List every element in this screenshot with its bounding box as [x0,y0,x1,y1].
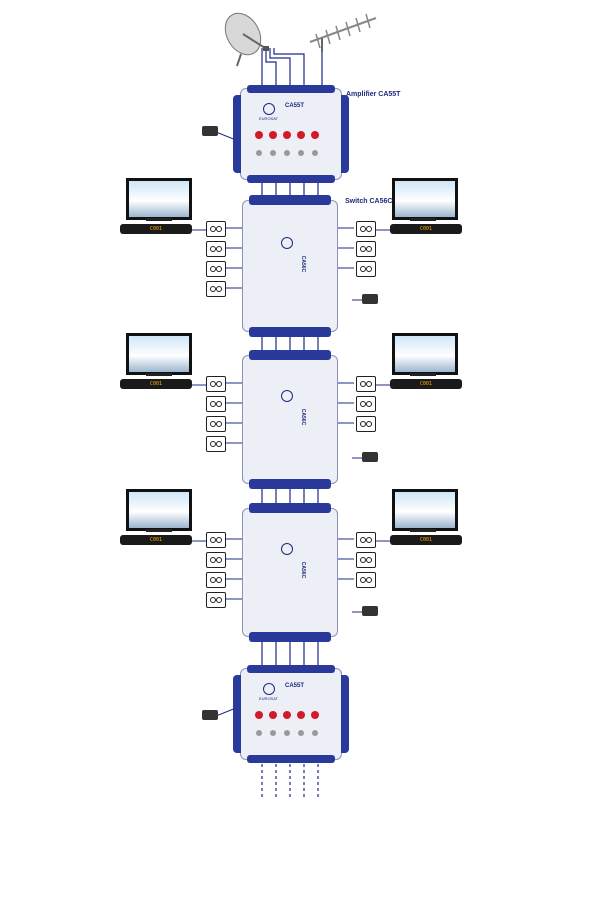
wall-socket-icon [206,572,226,588]
tv-icon [392,178,458,220]
brand-name: EUROSAT [259,116,279,121]
switch-3: CA56C [242,503,338,642]
amplifier-bottom: CA55T EUROSAT [233,665,349,763]
tv-icon [392,333,458,375]
wall-socket-icon [206,552,226,568]
wall-socket-icon [206,592,226,608]
device-model: CA55T [285,103,305,109]
tv-stand [146,373,172,376]
tv-stand [410,529,436,532]
power-supply-icon [362,294,378,304]
tv-stand [146,529,172,532]
stb-display: C001 [150,226,163,232]
power-supply-icon [202,710,218,720]
device-model: CA55T [285,683,305,689]
wall-socket-icon [206,241,226,257]
set-top-box-icon: C001 [390,379,462,389]
stb-display: C001 [150,537,163,543]
set-top-box-icon: C001 [120,224,192,234]
wall-socket-icon [356,221,376,237]
tv-icon [126,489,192,531]
wall-socket-icon [206,532,226,548]
wall-socket-icon [356,241,376,257]
brand-logo-icon [263,683,275,695]
tv-stand [410,373,436,376]
brand-logo-icon [263,103,275,115]
wall-socket-icon [206,436,226,452]
device-model: CA56C [300,255,307,273]
tv-stand [146,218,172,221]
wall-socket-icon [206,281,226,297]
power-supply-icon [202,126,218,136]
set-top-box-icon: C001 [120,535,192,545]
set-top-box-icon: C001 [390,535,462,545]
wall-socket-icon [356,396,376,412]
wall-socket-icon [206,416,226,432]
wall-socket-icon [206,221,226,237]
set-top-box-icon: C001 [390,224,462,234]
set-top-box-icon: C001 [120,379,192,389]
device-model: CA56C [300,561,307,579]
switch-1: CA56C [242,195,338,337]
stb-display: C001 [420,537,433,543]
brand-logo-icon [281,543,293,555]
tv-stand [410,218,436,221]
stb-display: C001 [420,381,433,387]
amplifier-label: Amplifier CA55T [346,91,401,98]
switch-label: Switch CA56C [345,198,393,205]
power-supply-icon [362,606,378,616]
wall-socket-icon [356,532,376,548]
amplifier-top: CA55T EUROSAT [233,85,349,183]
wall-socket-icon [356,376,376,392]
stb-display: C001 [150,381,163,387]
device-model: CA56C [300,408,307,426]
wall-socket-icon [356,552,376,568]
power-supply-icon [362,452,378,462]
brand-logo-icon [281,237,293,249]
wall-socket-icon [356,572,376,588]
satellite-dish-icon [224,12,269,67]
terrestrial-antenna-icon [309,13,377,52]
wall-socket-icon [356,416,376,432]
wall-socket-icon [356,261,376,277]
tv-icon [126,333,192,375]
amp-controls [255,131,319,156]
wall-socket-icon [206,376,226,392]
amp-controls [255,711,319,736]
brand-name: EUROSAT [259,696,279,701]
wall-socket-icon [206,396,226,412]
tv-icon [392,489,458,531]
stb-display: C001 [420,226,433,232]
switch-2: CA56C [242,350,338,489]
wall-socket-icon [206,261,226,277]
brand-logo-icon [281,390,293,402]
tv-icon [126,178,192,220]
